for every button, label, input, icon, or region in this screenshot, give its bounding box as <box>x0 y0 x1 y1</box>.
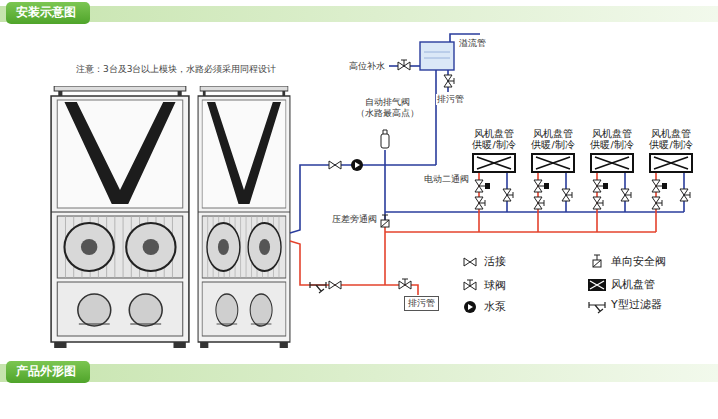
fan-coil-box <box>531 153 575 173</box>
cross-line <box>654 157 688 169</box>
pipe-label: 排污管 <box>404 296 439 311</box>
return-pipe <box>290 34 684 233</box>
fan-coil-cross <box>592 155 632 171</box>
fan-coil-label: 风机盘管 供暖/制冷 <box>464 128 524 150</box>
cross-line <box>536 157 570 169</box>
heat-pump-unit <box>198 86 290 348</box>
legend-text: 单向安全阀 <box>611 255 666 269</box>
valve-label: 压差旁通阀 <box>331 214 378 225</box>
legend-text: 活接 <box>484 255 506 269</box>
fan-coil-cross <box>474 155 514 171</box>
valve-label: 电动二通阀 <box>423 174 470 185</box>
legend-text: Y型过滤器 <box>611 298 662 312</box>
fan-coil-cross <box>651 155 691 171</box>
fan-coil-unit: 风机盘管 供暖/制冷 <box>582 128 642 173</box>
legend-text: 风机盘管 <box>611 278 655 292</box>
fan-coil-label: 风机盘管 供暖/制冷 <box>523 128 583 150</box>
fan-coil-box <box>472 153 516 173</box>
fan-coil-unit: 风机盘管 供暖/制冷 <box>641 128 701 173</box>
valve-label: 自动排气阀 （水路最高点） <box>350 97 424 119</box>
pipe-label: 高位补水 <box>348 61 386 72</box>
fan-coil-label: 风机盘管 供暖/制冷 <box>641 128 701 150</box>
section-heading: 安装示意图 <box>16 5 76 20</box>
supply-pipe <box>290 173 656 295</box>
cross-line <box>477 157 511 169</box>
fan-coil-box <box>590 153 634 173</box>
fan-coil-box <box>649 153 693 173</box>
fan-coil-label: 风机盘管 供暖/制冷 <box>582 128 642 150</box>
install-note: 注意：3台及3台以上模块，水路必须采用同程设计 <box>75 64 277 75</box>
heat-pump-unit <box>51 86 189 348</box>
legend-text: 水泵 <box>484 300 506 314</box>
fan-coil-unit: 风机盘管 供暖/制冷 <box>464 128 524 173</box>
fan-coil-unit: 风机盘管 供暖/制冷 <box>523 128 583 173</box>
pipe-label: 排污管 <box>436 94 465 105</box>
header-band <box>0 2 718 383</box>
legend-text: 球阀 <box>484 279 506 293</box>
legend-symbols <box>464 255 606 313</box>
section-heading: 产品外形图 <box>16 364 76 379</box>
pipe-label: 溢流管 <box>458 38 487 49</box>
water-tank <box>420 42 454 70</box>
valve-symbols <box>310 60 690 293</box>
auto-air-vent <box>381 130 389 148</box>
cross-line <box>595 157 629 169</box>
fan-coil-cross <box>533 155 573 171</box>
